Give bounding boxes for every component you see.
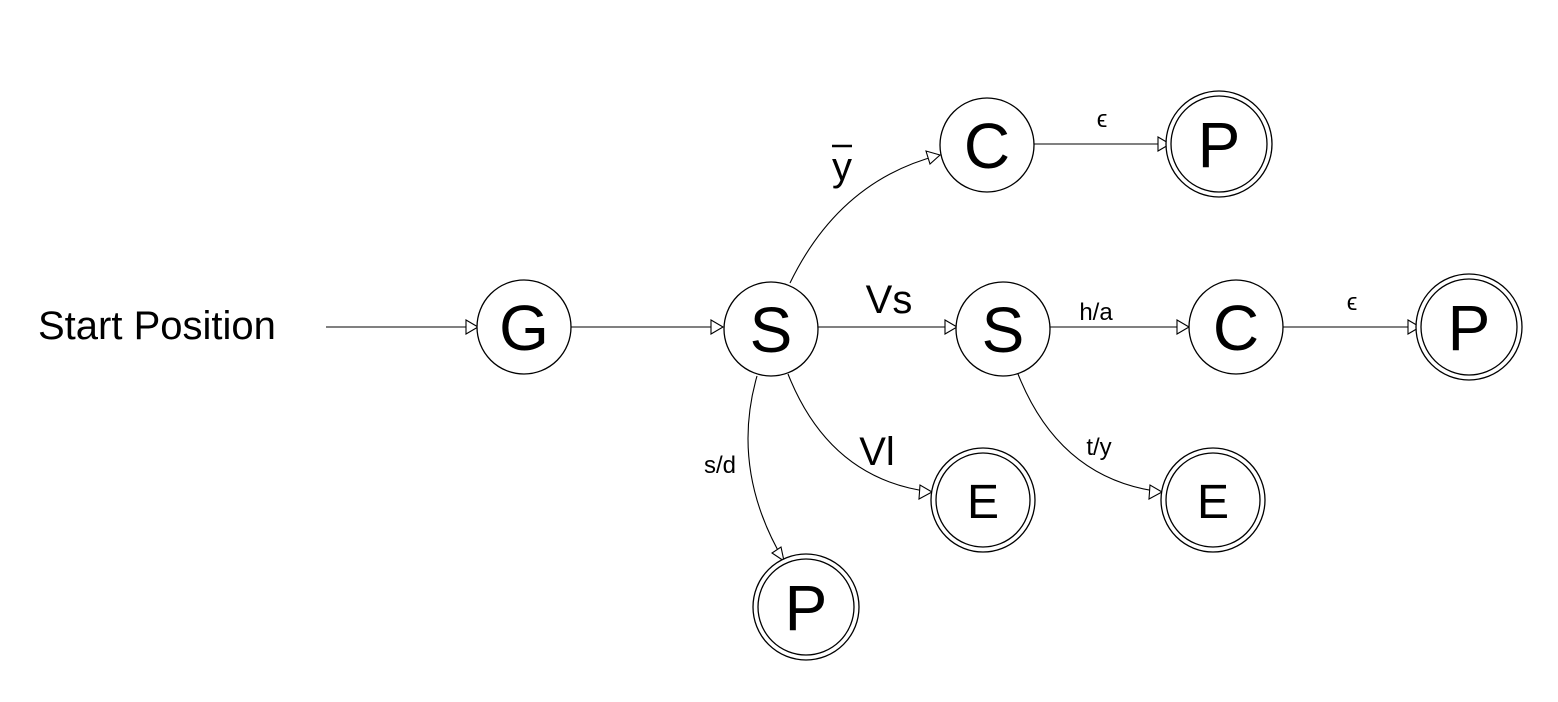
node-s2 <box>955 281 1051 377</box>
node-p1 <box>1170 95 1268 193</box>
node-c2-label: C <box>1213 292 1259 364</box>
edge-label-s1-p3: s/d <box>704 452 736 479</box>
arrowhead-s2-c2 <box>1176 319 1191 335</box>
node-s2-label: S <box>982 294 1025 366</box>
edge-label-s1-c1: y <box>832 145 852 189</box>
edge-label-s1-s2: Vs <box>866 278 913 322</box>
arrowhead-s2-e2 <box>1148 484 1164 500</box>
arrowhead-s1-p3 <box>771 546 785 563</box>
edges <box>326 136 1422 563</box>
edge-s1-c1 <box>789 154 941 284</box>
edge-labels: y ϵ Vs h/a ϵ Vl t/y s/d <box>704 106 1357 479</box>
edge-label-c2-p2: ϵ <box>1347 289 1358 316</box>
node-e1 <box>935 452 1031 548</box>
arrowhead-start-g <box>465 319 480 335</box>
node-p1-label: P <box>1198 109 1241 181</box>
edge-label-c1-p1: ϵ <box>1097 106 1108 133</box>
arrowhead-c2-p2 <box>1407 319 1422 335</box>
edge-s1-p3 <box>747 375 785 562</box>
nodes: G S C P S C P E E P <box>476 90 1523 661</box>
edge-label-s2-e2: t/y <box>1086 434 1111 461</box>
node-c1 <box>939 97 1035 193</box>
node-p2-label: P <box>1448 292 1491 364</box>
node-p2 <box>1420 278 1518 376</box>
node-p3-label: P <box>785 572 828 644</box>
node-s1-label: S <box>750 294 793 366</box>
edge-s2-e2 <box>1017 373 1163 493</box>
node-e1-label: E <box>967 476 999 529</box>
edge-s1-e1 <box>787 373 933 493</box>
node-c1-label: C <box>964 110 1010 182</box>
node-e2 <box>1165 452 1261 548</box>
arrowhead-s1-s2 <box>944 319 959 335</box>
node-p3 <box>757 558 855 656</box>
node-s1 <box>723 281 819 377</box>
arrowhead-g-s1 <box>710 319 725 335</box>
node-g-label: G <box>499 292 549 364</box>
start-label: Start Position <box>38 304 276 348</box>
arrowhead-s1-e1 <box>918 484 934 500</box>
arrowhead-s1-c1 <box>925 150 942 165</box>
node-g <box>476 279 572 375</box>
edge-label-s2-c2: h/a <box>1079 299 1113 326</box>
node-e2-label: E <box>1197 476 1229 529</box>
edge-label-s1-e1: Vl <box>859 430 895 474</box>
node-c2 <box>1188 279 1284 375</box>
arrowhead-c1-p1 <box>1157 136 1172 152</box>
